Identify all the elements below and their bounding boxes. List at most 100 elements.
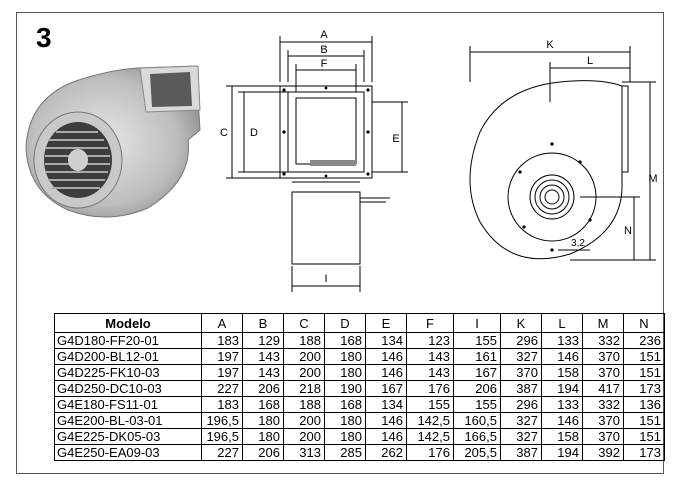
value-cell: 370	[582, 364, 624, 381]
value-cell: 206	[453, 380, 501, 397]
label-M: M	[648, 173, 657, 185]
value-cell: 197	[201, 348, 243, 365]
model-cell: G4D225-FK10-03	[54, 364, 202, 381]
value-cell: 313	[283, 444, 325, 461]
label-C: C	[220, 127, 228, 139]
value-cell: 200	[283, 348, 325, 365]
header-A: A	[201, 313, 243, 333]
value-cell: 196,5	[201, 428, 243, 445]
blower-photo	[25, 65, 201, 218]
value-cell: 151	[623, 428, 665, 445]
header-E: E	[365, 313, 407, 333]
value-cell: 176	[406, 444, 454, 461]
value-cell: 146	[365, 364, 407, 381]
value-cell: 180	[324, 348, 366, 365]
value-cell: 190	[324, 380, 366, 397]
value-cell: 180	[324, 428, 366, 445]
value-cell: 168	[324, 396, 366, 413]
value-cell: 194	[541, 380, 583, 397]
label-N: N	[624, 225, 632, 237]
value-cell: 296	[500, 332, 542, 349]
value-cell: 387	[500, 380, 542, 397]
value-cell: 327	[500, 348, 542, 365]
value-cell: 146	[365, 348, 407, 365]
header-M: M	[582, 313, 624, 333]
value-cell: 180	[242, 428, 284, 445]
value-cell: 166,5	[453, 428, 501, 445]
value-cell: 180	[242, 412, 284, 429]
value-cell: 146	[541, 348, 583, 365]
value-cell: 155	[453, 332, 501, 349]
value-cell: 200	[283, 364, 325, 381]
value-cell: 158	[541, 364, 583, 381]
value-cell: 143	[406, 364, 454, 381]
value-cell: 188	[283, 332, 325, 349]
value-cell: 168	[324, 332, 366, 349]
header-B: B	[242, 313, 284, 333]
value-cell: 168	[242, 396, 284, 413]
value-cell: 133	[541, 332, 583, 349]
value-cell: 143	[242, 364, 284, 381]
model-cell: G4E250-EA09-03	[54, 444, 202, 461]
model-cell: G4D200-BL12-01	[54, 348, 202, 365]
label-I: I	[324, 273, 327, 285]
value-cell: 197	[201, 364, 243, 381]
side-view-drawing: K L M N 3,2	[469, 39, 658, 261]
value-cell: 332	[582, 332, 624, 349]
value-cell: 196,5	[201, 412, 243, 429]
value-cell: 134	[365, 396, 407, 413]
value-cell: 327	[500, 412, 542, 429]
dimensions-table: Modelo A B C D E F I K L M N G4D180-FF20…	[54, 313, 665, 461]
value-cell: 167	[365, 380, 407, 397]
value-cell: 173	[623, 380, 665, 397]
label-B: B	[320, 44, 327, 56]
value-cell: 134	[365, 332, 407, 349]
value-cell: 188	[283, 396, 325, 413]
value-cell: 236	[623, 332, 665, 349]
header-K: K	[500, 313, 542, 333]
value-cell: 151	[623, 364, 665, 381]
value-cell: 180	[324, 364, 366, 381]
value-cell: 180	[324, 412, 366, 429]
header-F: F	[406, 313, 454, 333]
value-cell: 183	[201, 396, 243, 413]
value-cell: 129	[242, 332, 284, 349]
value-cell: 370	[582, 428, 624, 445]
value-cell: 370	[582, 412, 624, 429]
value-cell: 161	[453, 348, 501, 365]
value-cell: 205,5	[453, 444, 501, 461]
header-L: L	[541, 313, 583, 333]
label-3-2: 3,2	[571, 238, 585, 249]
value-cell: 151	[623, 348, 665, 365]
value-cell: 218	[283, 380, 325, 397]
header-I: I	[453, 313, 501, 333]
value-cell: 370	[582, 348, 624, 365]
value-cell: 262	[365, 444, 407, 461]
value-cell: 387	[500, 444, 542, 461]
value-cell: 143	[406, 348, 454, 365]
value-cell: 158	[541, 428, 583, 445]
value-cell: 194	[541, 444, 583, 461]
model-cell: G4E225-DK05-03	[54, 428, 202, 445]
value-cell: 332	[582, 396, 624, 413]
label-F: F	[321, 58, 328, 70]
label-D: D	[250, 127, 258, 139]
label-K: K	[546, 39, 554, 51]
label-L: L	[587, 55, 593, 67]
value-cell: 327	[500, 428, 542, 445]
value-cell: 296	[500, 396, 542, 413]
value-cell: 285	[324, 444, 366, 461]
value-cell: 173	[623, 444, 665, 461]
header-D: D	[324, 313, 366, 333]
value-cell: 143	[242, 348, 284, 365]
value-cell: 206	[242, 380, 284, 397]
model-cell: G4E180-FS11-01	[54, 396, 202, 413]
value-cell: 155	[406, 396, 454, 413]
value-cell: 200	[283, 428, 325, 445]
